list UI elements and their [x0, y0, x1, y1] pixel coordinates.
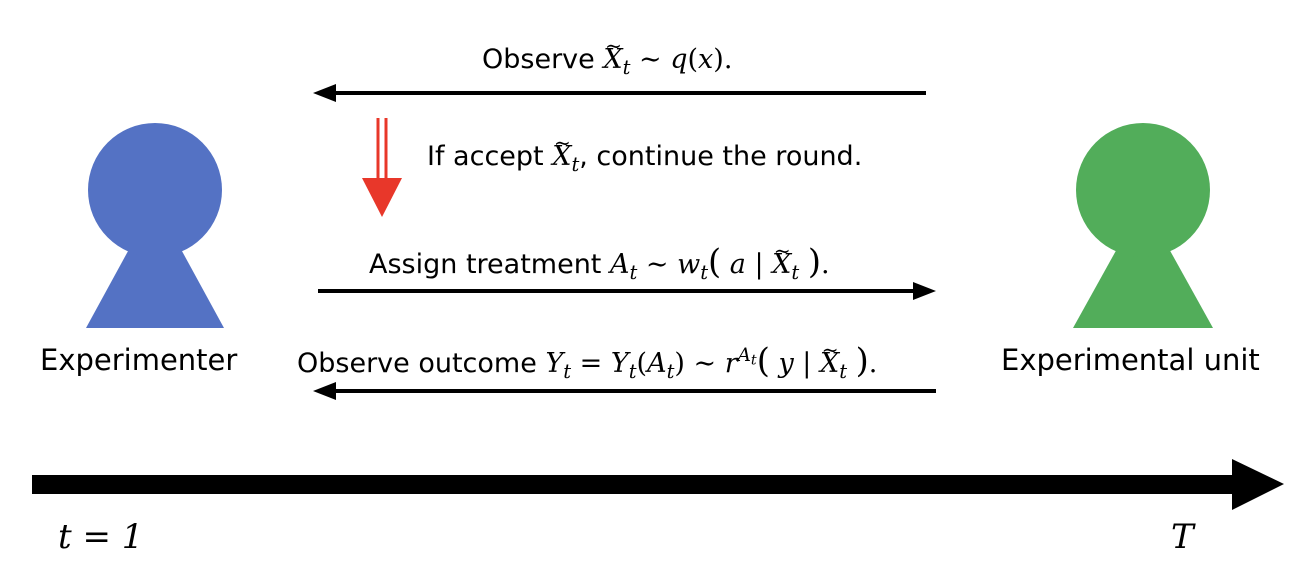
observe-x-text: Observe	[482, 44, 595, 75]
timeline-end-label: T	[1171, 517, 1194, 557]
experimental-unit-label: Experimental unit	[1001, 343, 1260, 377]
experimental-unit-icon	[1073, 123, 1213, 328]
experimenter-head	[88, 123, 222, 257]
outcome-text: Observe outcome	[297, 348, 537, 379]
timeline-arrow	[32, 459, 1284, 510]
accept-arrow	[362, 118, 402, 217]
assign-message: Assign treatment At ∼ wt( a | Xt ).	[369, 239, 830, 284]
timeline-start-label: t = 1	[58, 517, 144, 557]
observe-x-formula: Xt ∼ q(x).	[603, 34, 732, 79]
accept-message: If accept Xt, continue the round.	[427, 131, 863, 176]
experimenter-body	[86, 220, 224, 328]
accept-suffix: , continue the round.	[579, 141, 863, 172]
accept-prefix: If accept	[427, 141, 544, 172]
assign-arrow	[318, 282, 936, 300]
unit-head	[1076, 123, 1210, 257]
accept-formula: Xt	[552, 131, 579, 176]
experimenter-label: Experimenter	[40, 343, 238, 377]
outcome-formula: Yt = Yt(At) ∼ rAt( y | Xt ).	[545, 338, 877, 383]
outcome-message: Observe outcome Yt = Yt(At) ∼ rAt( y | X…	[297, 338, 877, 383]
assign-formula: At ∼ wt( a | Xt ).	[610, 239, 830, 284]
observe-x-message: Observe Xt ∼ q(x).	[482, 34, 732, 79]
unit-body	[1073, 220, 1213, 328]
experimenter-icon	[86, 123, 224, 328]
outcome-arrow	[313, 382, 936, 400]
assign-text: Assign treatment	[369, 249, 602, 280]
observe-x-arrow	[313, 84, 926, 102]
